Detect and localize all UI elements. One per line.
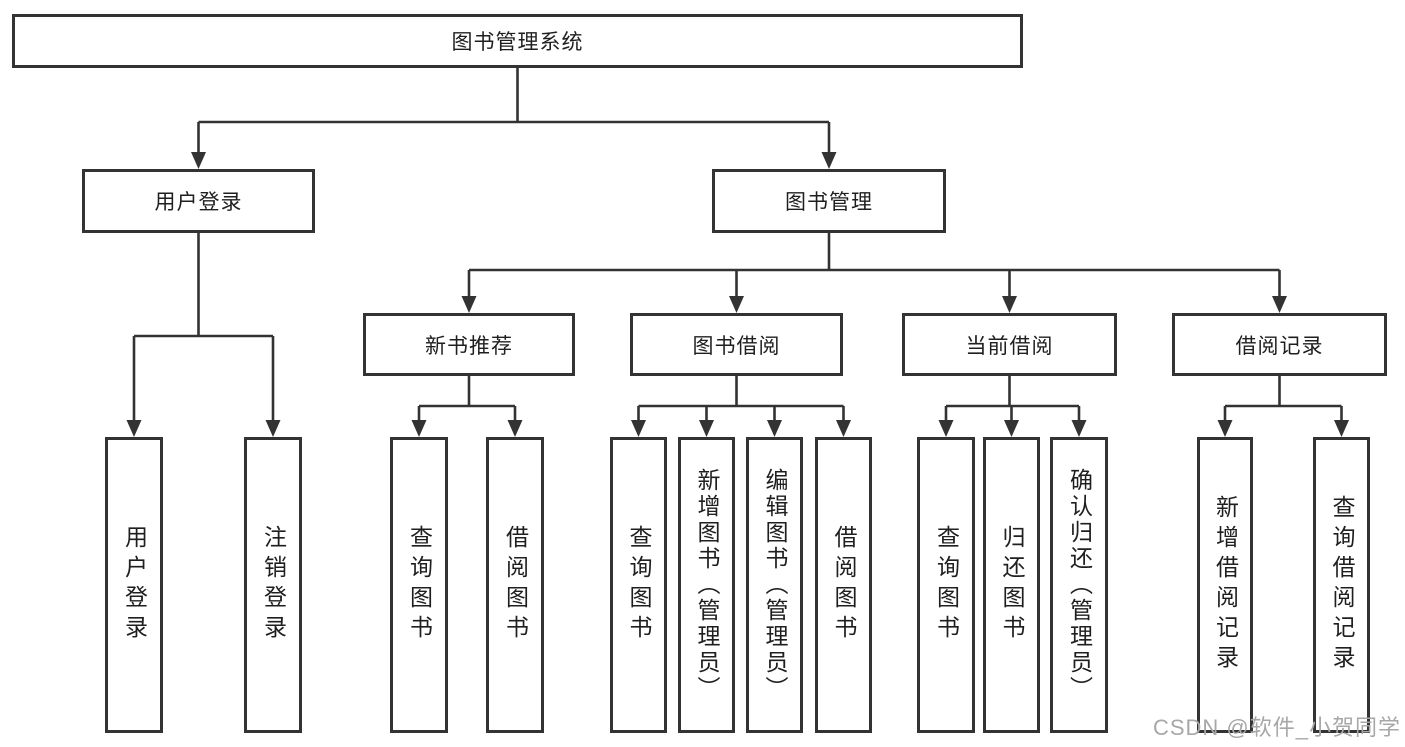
node-label: 查询图书 [933,525,960,645]
node-label: 图书管理系统 [451,31,584,54]
leaf-return-books: 归还图书 [983,437,1040,733]
node-label: 新增借阅记录 [1212,495,1239,675]
node-label: 新增图书（管理员） [694,468,720,702]
node-new-book-recommend: 新书推荐 [363,313,575,376]
node-label: 归还图书 [999,525,1025,645]
leaf-query-books: 查询图书 [610,437,667,733]
node-label: 编辑图书（管理员） [762,468,788,702]
node-label: 查询借阅记录 [1329,495,1355,675]
leaf-user-login: 用户登录 [105,437,163,733]
node-label: 图书借阅 [692,334,781,358]
node-label: 借阅记录 [1235,334,1324,358]
node-label: 用户登录 [121,525,148,645]
node-book-borrowing: 图书借阅 [630,313,843,376]
node-label: 图书管理 [785,191,873,214]
node-label: 用户登录 [154,191,243,214]
node-label: 当前借阅 [965,334,1054,358]
leaf-add-books-admin: 新增图书（管理员） [678,437,735,733]
leaf-logout: 注销登录 [244,437,302,733]
leaf-add-borrow-record: 新增借阅记录 [1197,437,1253,733]
node-label: 确认归还（管理员） [1066,468,1093,702]
node-current-borrowing: 当前借阅 [902,313,1117,376]
leaf-query-borrow-record: 查询借阅记录 [1313,437,1370,733]
leaf-query-books: 查询图书 [917,437,975,733]
leaf-borrow-books: 借阅图书 [486,437,544,733]
node-label: 查询图书 [406,525,433,645]
node-borrow-records: 借阅记录 [1172,313,1387,376]
node-label: 借阅图书 [502,525,529,645]
csdn-watermark: CSDN @软件_小贺同学 [1152,715,1401,740]
node-user-login: 用户登录 [82,169,315,233]
leaf-borrow-books: 借阅图书 [815,437,872,733]
leaf-confirm-return-admin: 确认归还（管理员） [1050,437,1108,733]
leaf-query-books: 查询图书 [390,437,448,733]
node-label: 注销登录 [260,525,287,645]
node-label: 查询图书 [626,525,652,645]
node-library-system: 图书管理系统 [12,14,1023,68]
node-label: 借阅图书 [831,525,857,645]
node-book-management: 图书管理 [712,169,946,233]
leaf-edit-books-admin: 编辑图书（管理员） [746,437,803,733]
node-label: 新书推荐 [425,334,513,358]
